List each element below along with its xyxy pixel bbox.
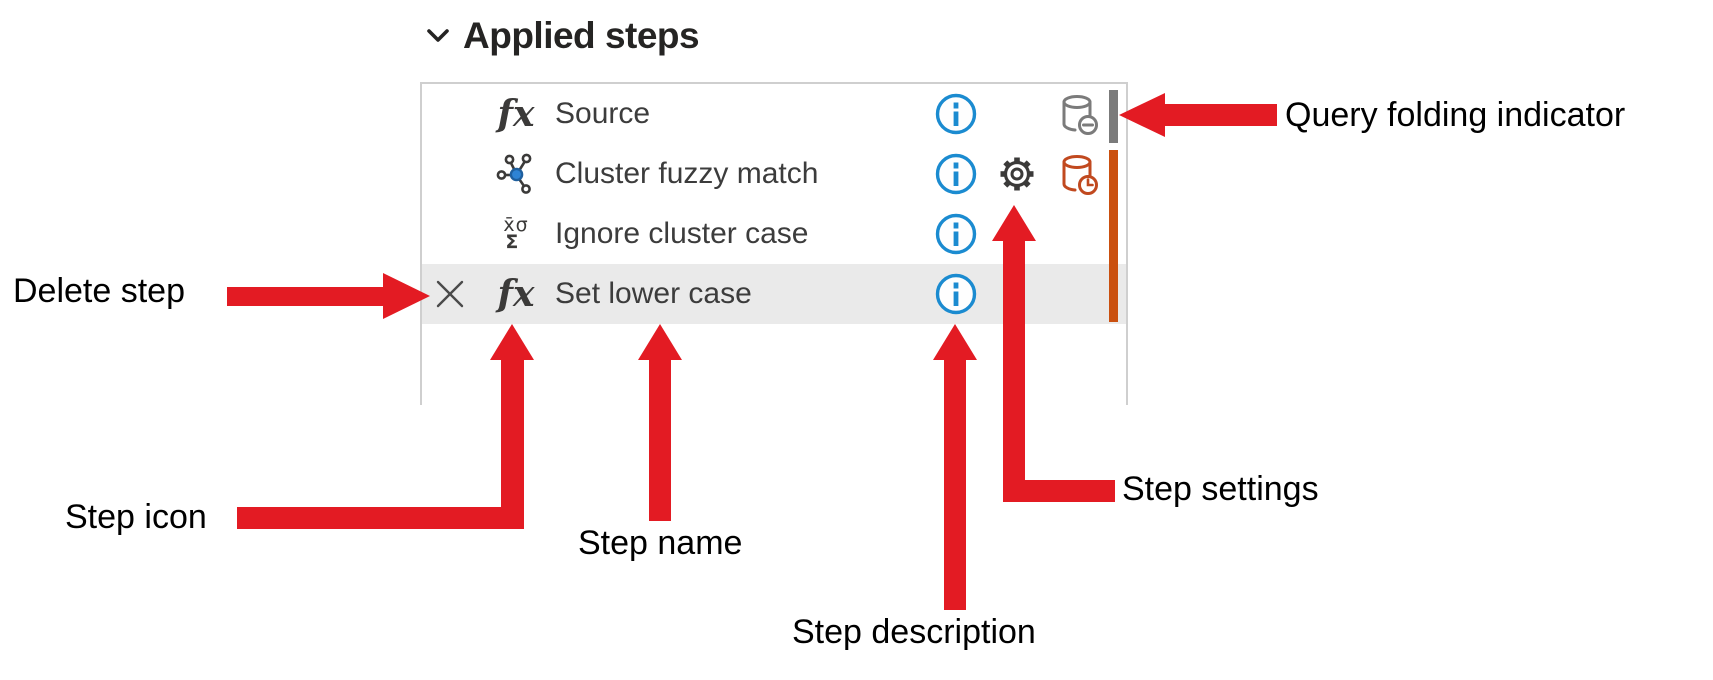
- statistics-step-icon: x̄σ Σ: [503, 214, 529, 253]
- annotation-step-description-arrow-head: [933, 324, 977, 360]
- annotation-query-folding-arrow-shaft: [1163, 104, 1277, 126]
- step-name-label: Cluster fuzzy match: [555, 157, 819, 190]
- delete-step-x-icon[interactable]: [434, 278, 466, 310]
- applied-steps-header: Applied steps: [425, 10, 700, 62]
- info-icon[interactable]: [934, 152, 978, 196]
- fx-step-icon: fx: [497, 273, 535, 315]
- annotation-step-name-label: Step name: [578, 524, 743, 562]
- query-folding-indicator-bar-orange: [1109, 150, 1118, 322]
- annotation-step-icon-arrow-head: [490, 324, 534, 360]
- annotation-step-icon-arrow-shaft: [501, 356, 524, 507]
- annotation-step-settings-arrow-hbar: [1003, 480, 1115, 502]
- fx-step-icon: fx: [497, 93, 535, 135]
- annotation-delete-step-label: Delete step: [13, 272, 185, 310]
- panel-title: Applied steps: [463, 15, 700, 56]
- annotation-query-folding-label: Query folding indicator: [1285, 96, 1626, 134]
- chevron-down-icon[interactable]: [425, 25, 451, 47]
- annotation-step-description-label: Step description: [792, 613, 1036, 651]
- info-icon[interactable]: [934, 272, 978, 316]
- annotation-step-settings-label: Step settings: [1122, 470, 1319, 508]
- cluster-step-icon: [493, 144, 539, 204]
- step-name-label: Ignore cluster case: [555, 217, 809, 250]
- info-icon[interactable]: [934, 92, 978, 136]
- annotation-step-settings-arrow-shaft: [1003, 237, 1025, 502]
- query-folding-cylinder-minus-icon: [1060, 92, 1098, 136]
- annotation-step-icon-arrow-hbar: [237, 507, 524, 529]
- annotation-step-name-arrow-shaft: [649, 356, 671, 521]
- no-folding-cylinder-clock-icon: [1060, 152, 1098, 196]
- step-row-cluster-fuzzy-match[interactable]: Cluster fuzzy match: [422, 144, 1126, 204]
- step-row-source[interactable]: fx Source: [422, 84, 1126, 144]
- query-folding-indicator-bar-gray: [1109, 90, 1118, 143]
- annotation-step-settings-arrow-head: [992, 205, 1036, 241]
- step-name-label: Source: [555, 97, 651, 130]
- annotation-delete-step-arrow-shaft: [227, 287, 384, 306]
- info-icon[interactable]: [934, 212, 978, 256]
- settings-gear-icon[interactable]: [997, 154, 1037, 194]
- annotation-step-description-arrow-shaft: [944, 356, 966, 610]
- step-row-ignore-cluster-case[interactable]: x̄σ Σ Ignore cluster case: [422, 204, 1126, 264]
- annotation-query-folding-arrow-head: [1119, 93, 1165, 137]
- annotation-delete-step-arrow-head: [383, 273, 430, 319]
- annotation-step-icon-label: Step icon: [65, 498, 207, 536]
- step-name-label: Set lower case: [555, 277, 752, 310]
- annotation-step-name-arrow-head: [638, 324, 682, 360]
